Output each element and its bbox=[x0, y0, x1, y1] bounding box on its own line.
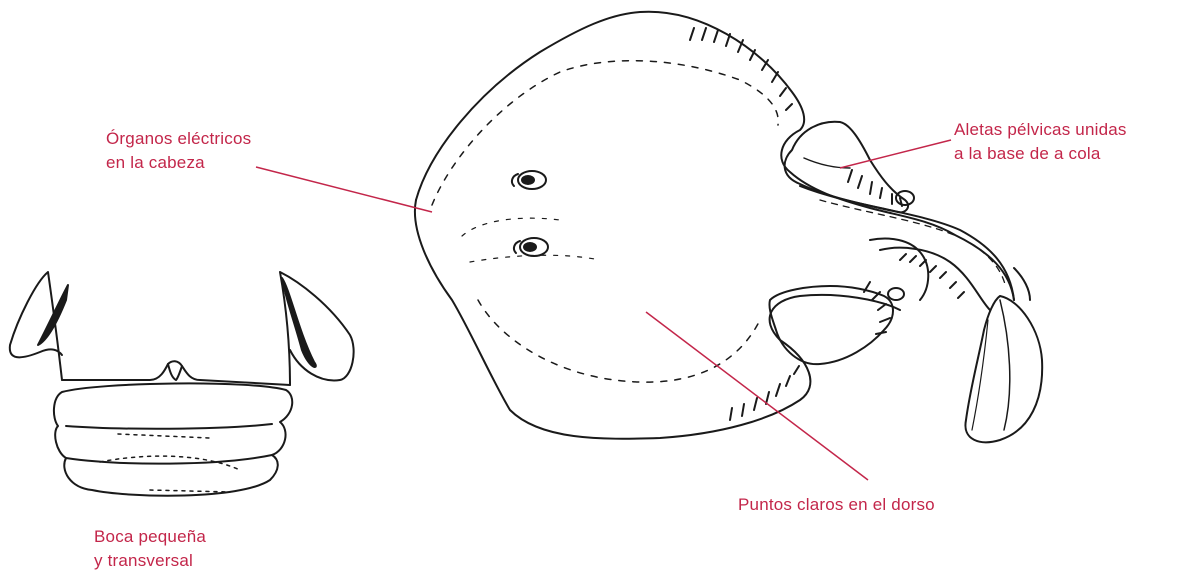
label-pelvic-fins: Aletas pélvicas unidas a la base de a co… bbox=[954, 118, 1127, 166]
label-light-spots-line1: Puntos claros en el dorso bbox=[738, 493, 935, 517]
leader-light-spots bbox=[646, 312, 868, 480]
label-light-spots: Puntos claros en el dorso bbox=[738, 493, 935, 517]
label-mouth-line2: y transversal bbox=[94, 549, 206, 573]
label-electric-organs-line1: Órganos eléctricos bbox=[106, 127, 251, 151]
label-mouth-line1: Boca pequeña bbox=[94, 525, 206, 549]
label-mouth: Boca pequeña y transversal bbox=[94, 525, 206, 573]
label-electric-organs: Órganos eléctricos en la cabeza bbox=[106, 127, 251, 175]
leader-pelvic-fins bbox=[840, 140, 951, 168]
label-electric-organs-line2: en la cabeza bbox=[106, 151, 251, 175]
mouth-drawing bbox=[10, 272, 354, 496]
label-pelvic-fins-line1: Aletas pélvicas unidas bbox=[954, 118, 1127, 142]
leader-lines bbox=[256, 140, 951, 480]
leader-electric-organs bbox=[256, 167, 432, 212]
label-pelvic-fins-line2: a la base de a cola bbox=[954, 142, 1127, 166]
ray-body bbox=[415, 12, 1042, 442]
